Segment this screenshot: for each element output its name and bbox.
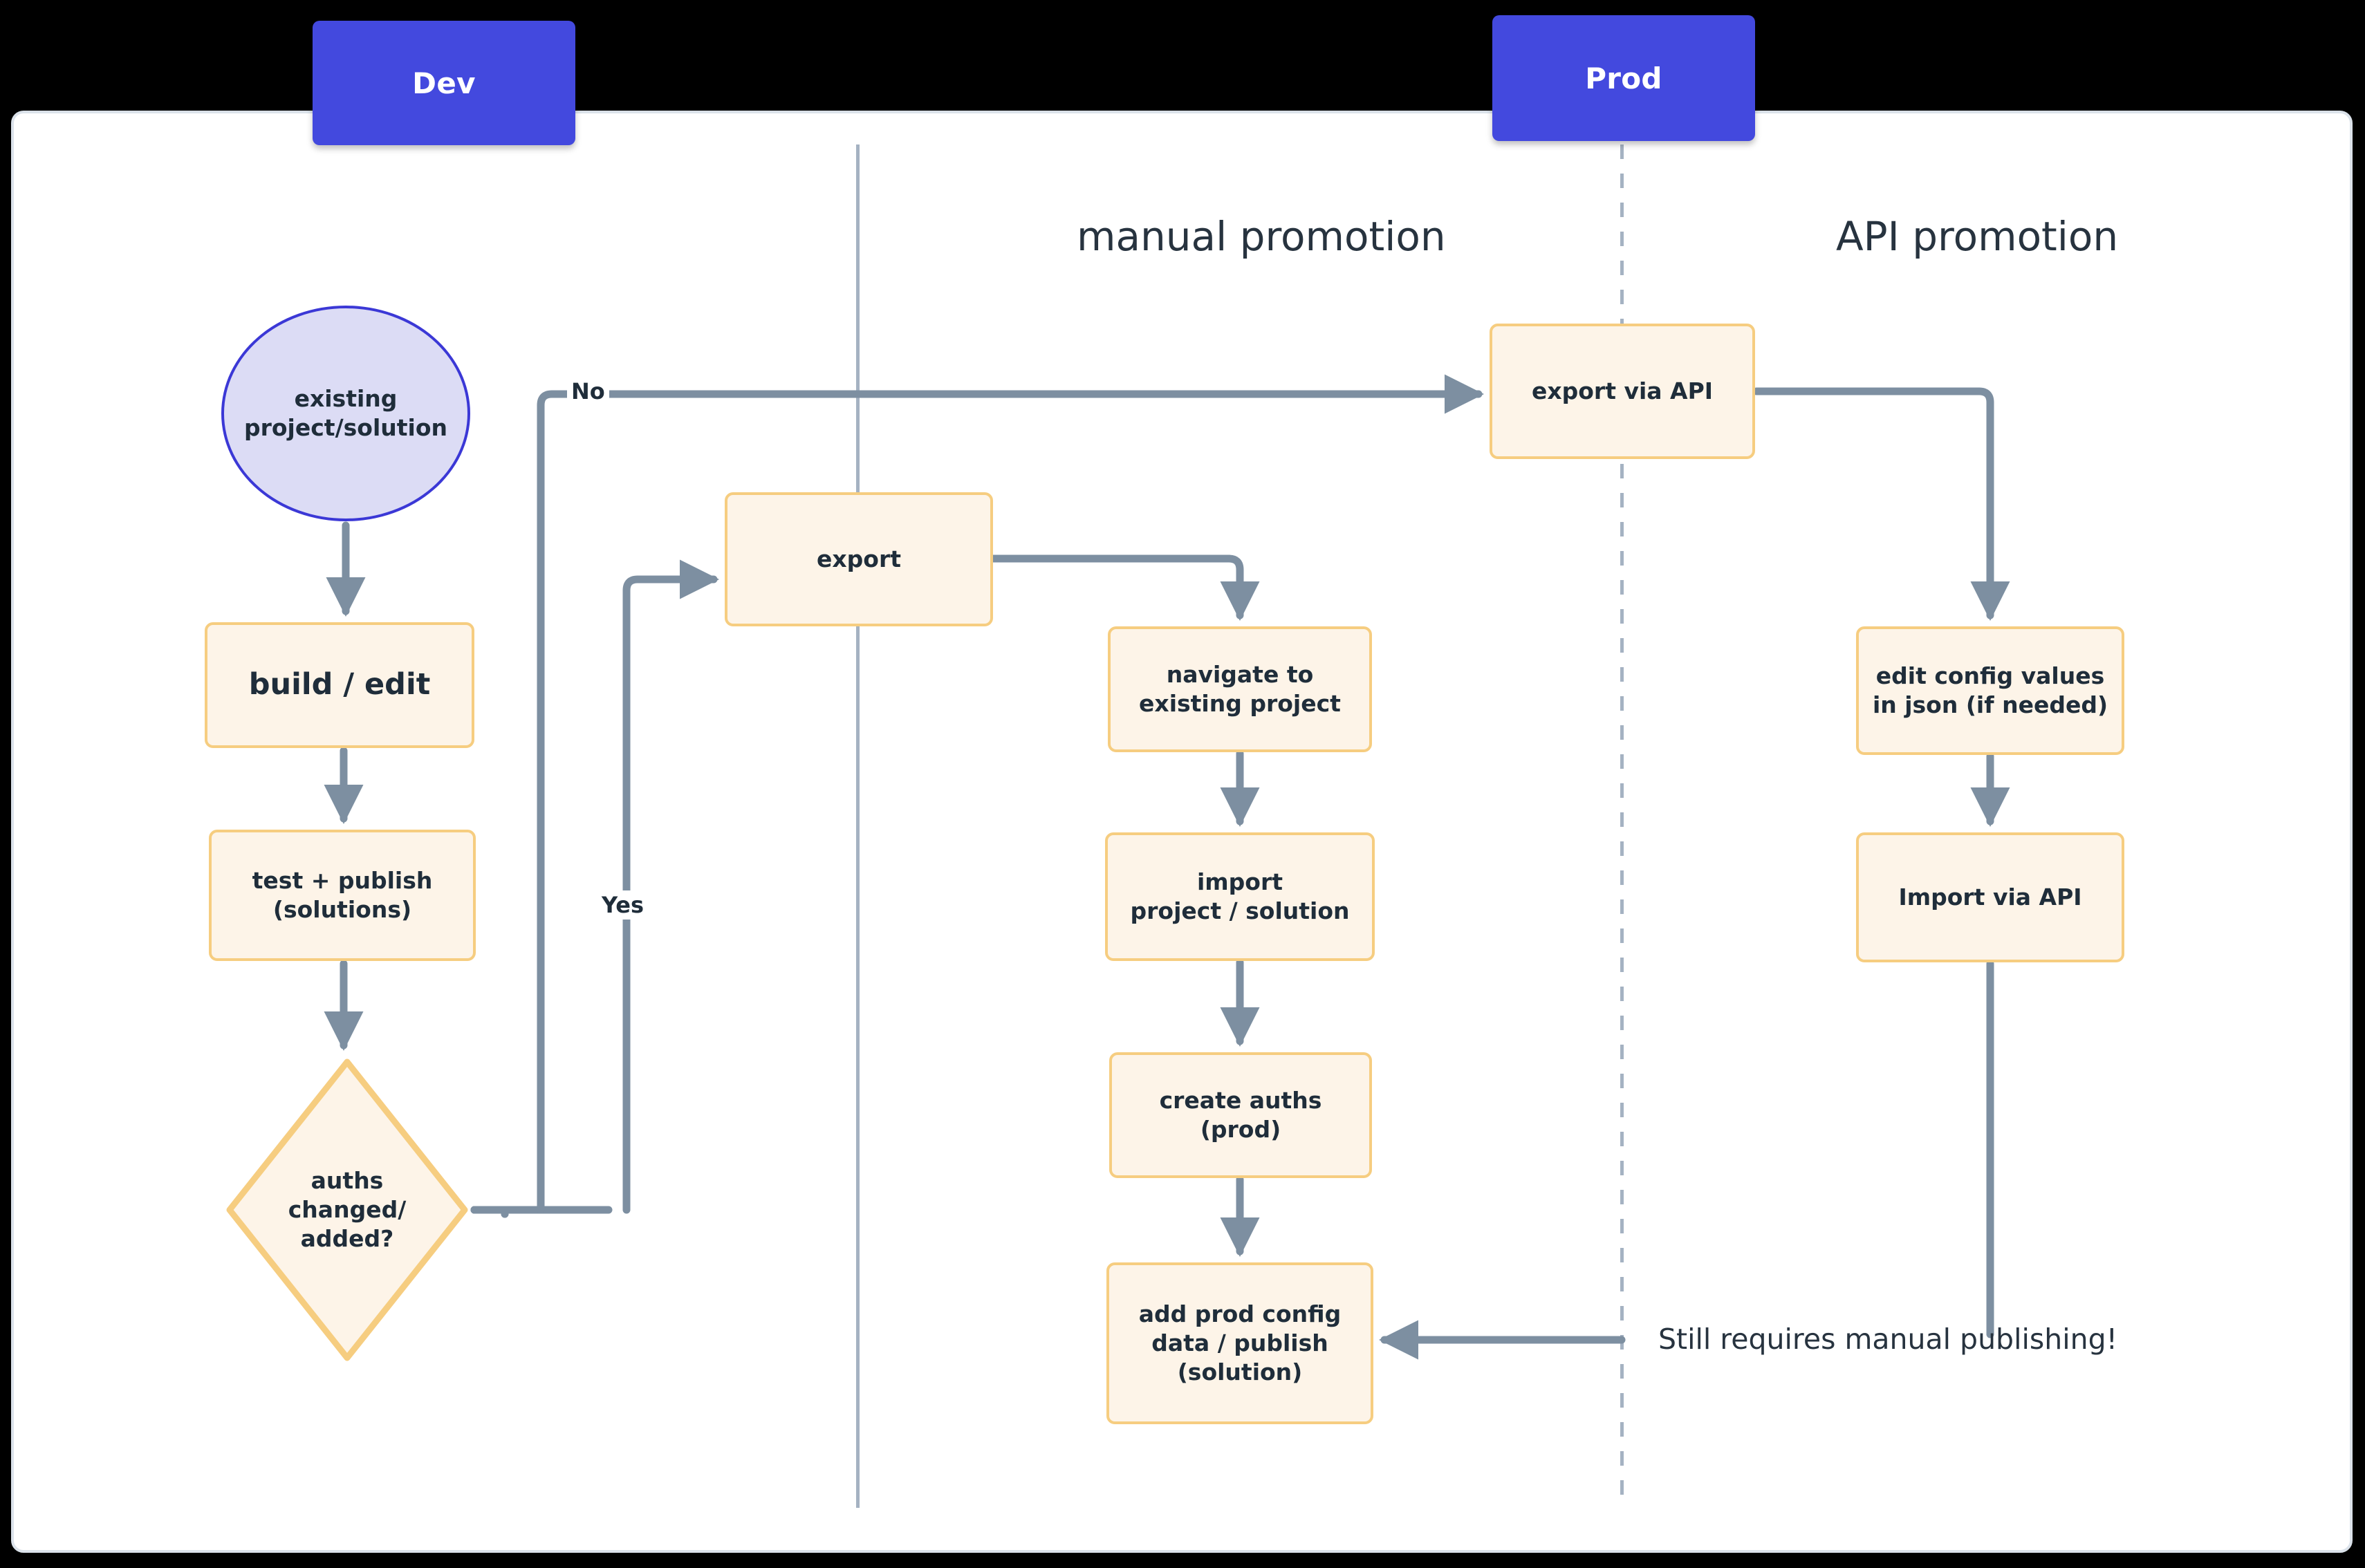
node-line-3: (solution)	[1177, 1359, 1303, 1386]
diamond-shape	[226, 1058, 468, 1361]
node-test-publish-label: test + publish (solutions)	[252, 866, 433, 924]
node-import-label: import project / solution	[1131, 868, 1350, 926]
lane-header-dev-label: Dev	[412, 66, 476, 100]
node-test-publish[interactable]: test + publish (solutions)	[209, 830, 476, 961]
node-navigate-to-existing-project[interactable]: navigate to existing project	[1108, 626, 1372, 752]
node-import-project-solution[interactable]: import project / solution	[1105, 832, 1375, 961]
node-line-2: in json (if needed)	[1872, 691, 2108, 718]
annotation-manual-publishing: Still requires manual publishing!	[1658, 1323, 2118, 1356]
node-line-2: existing project	[1139, 690, 1341, 717]
node-edit-config-label: edit config values in json (if needed)	[1873, 662, 2108, 720]
node-create-auths-label: create auths (prod)	[1160, 1086, 1322, 1144]
section-title-manual-promotion: manual promotion	[1077, 213, 1446, 260]
node-line-1: import	[1196, 868, 1283, 895]
edge-label-no: No	[567, 377, 609, 406]
node-line-2: (prod)	[1200, 1116, 1281, 1143]
section-title-api-promotion: API promotion	[1836, 213, 2119, 260]
lane-header-prod: Prod	[1492, 15, 1755, 141]
node-export-label: export	[816, 545, 901, 572]
node-line-1: navigate to	[1166, 660, 1314, 688]
node-line-2: changed/	[288, 1195, 407, 1223]
node-export-via-api[interactable]: export via API	[1490, 324, 1755, 459]
node-line-3: added?	[300, 1225, 394, 1253]
node-line-2: project/solution	[243, 414, 448, 441]
node-build-edit[interactable]: build / edit	[205, 622, 474, 748]
lane-divider-dashed	[1620, 144, 1624, 1508]
node-add-prod-config-label: add prod config data / publish (solution…	[1139, 1300, 1342, 1388]
node-auths-changed-decision[interactable]: auths changed/ added?	[225, 1058, 469, 1362]
node-import-via-api-label: Import via API	[1898, 883, 2082, 911]
node-export[interactable]: export	[725, 492, 993, 626]
node-export-via-api-label: export via API	[1531, 377, 1714, 404]
node-navigate-label: navigate to existing project	[1139, 660, 1341, 718]
edge-label-yes: Yes	[597, 890, 648, 920]
node-line-1: create auths	[1159, 1086, 1322, 1114]
node-line-1: add prod config	[1138, 1300, 1342, 1327]
lane-header-dev: Dev	[313, 21, 575, 145]
node-line-2: data / publish	[1151, 1329, 1328, 1356]
node-line-2: (solutions)	[272, 896, 412, 923]
node-auths-changed-decision-label: auths changed/ added?	[288, 1166, 407, 1254]
lane-header-prod-label: Prod	[1585, 61, 1662, 95]
node-add-prod-config-data-publish[interactable]: add prod config data / publish (solution…	[1106, 1262, 1373, 1424]
node-line-1: test + publish	[252, 866, 433, 894]
node-line-1: existing	[294, 384, 398, 412]
node-line-1: edit config values	[1875, 662, 2105, 689]
node-existing-project-solution[interactable]: existing project/solution	[221, 306, 470, 521]
node-existing-project-solution-label: existing project/solution	[244, 384, 447, 442]
node-import-via-api[interactable]: Import via API	[1856, 832, 2124, 962]
node-build-edit-label: build / edit	[248, 667, 431, 702]
lane-divider-solid	[856, 144, 860, 1508]
node-edit-config-values-json[interactable]: edit config values in json (if needed)	[1856, 626, 2124, 755]
node-line-1: auths	[310, 1166, 384, 1194]
node-create-auths-prod[interactable]: create auths (prod)	[1109, 1052, 1372, 1178]
node-line-2: project / solution	[1130, 897, 1350, 924]
